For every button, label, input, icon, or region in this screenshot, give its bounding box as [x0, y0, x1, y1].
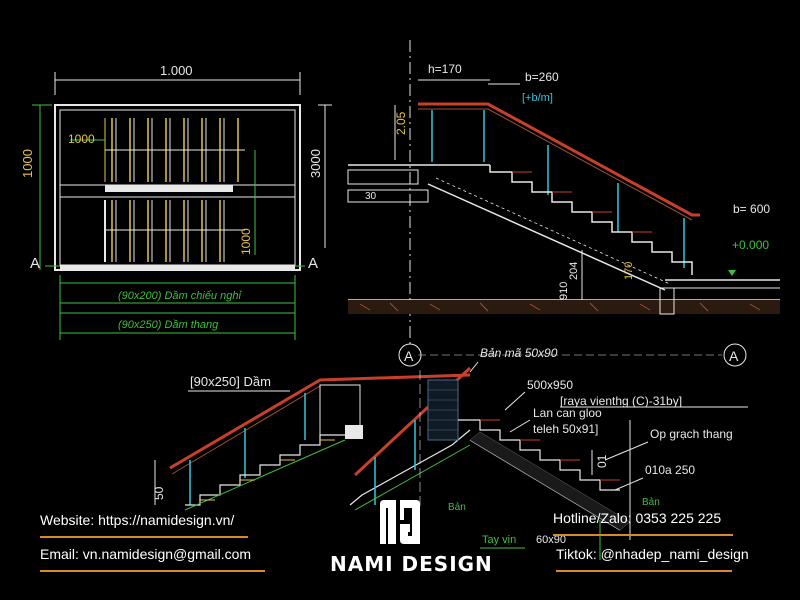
nami-logo-icon: [380, 500, 420, 544]
plan-beam-landing-label: (90x200) Dầm chiếu nghỉ: [118, 290, 242, 302]
detail-label-teleh: teleh 50x91]: [533, 422, 598, 436]
tiktok-text[interactable]: Tiktok: @nhadep_nami_design: [556, 546, 749, 562]
section-landing-width: b= 600: [733, 202, 770, 216]
plan-height-dim-left: 1000: [20, 149, 35, 178]
detail-label-010a250: 010a 250: [645, 463, 695, 477]
brand-name: NAMI DESIGN: [330, 552, 493, 576]
plan-beam-stair-label: (90x250) Dầm thang: [118, 319, 219, 331]
section-dim-910: 910: [558, 282, 570, 300]
detail-label-90x250: [90x250] Dầm: [190, 374, 271, 389]
section-dim-205: 2.05: [394, 111, 408, 135]
plan-inner-dim-top: 1000: [68, 132, 95, 146]
tiktok-underline: [556, 570, 732, 572]
detail-label-500x950: 500x950: [527, 378, 573, 392]
section-level: +0.000: [732, 238, 769, 252]
detail-label-vien: [raya vienthg (C)-31by]: [560, 394, 682, 408]
detail-label-01: 01: [595, 454, 609, 468]
detail-label-ban-2: Bản: [448, 502, 466, 513]
plan-inner-dim-right: 1000: [239, 228, 253, 255]
email-underline: [40, 570, 265, 572]
website-underline: [40, 536, 248, 538]
plan-section-mark-right: A: [308, 255, 318, 272]
detail-label-ban: Bản: [642, 497, 660, 508]
plan-width-dim: 1.000: [160, 63, 193, 78]
section-dim-30: 30: [365, 191, 377, 202]
section-riser-label: h=170: [428, 62, 462, 76]
plan-height-dim-right: 3000: [308, 149, 323, 178]
stair-detail-view: [90x250] Dầm 50: [152, 346, 748, 560]
detail-label-op-gach: Op grạch thang: [650, 427, 733, 441]
section-tread-sub: [+b/m]: [522, 92, 553, 104]
email-text[interactable]: Email: vn.namidesign@gmail.com: [40, 546, 252, 562]
detail-label-50: 50: [152, 486, 166, 500]
website-text[interactable]: Website: https://namidesign.vn/: [40, 512, 235, 528]
detail-label-tay-vin: Tay vịn: [482, 534, 516, 546]
hotline-underline: [553, 534, 733, 536]
detail-label-lan-can: Lan can gloo: [533, 406, 602, 420]
section-mark-left: A: [404, 348, 414, 364]
stair-plan-view: 1.000: [20, 63, 332, 340]
detail-label-60x90: 60x90: [536, 534, 566, 546]
section-mark-right: A: [729, 348, 739, 364]
section-dim-204: 204: [568, 262, 580, 280]
section-dim-170: 170: [623, 262, 635, 280]
detail-label-ban-ma: Bản mã 50x90: [480, 346, 558, 360]
hotline-text[interactable]: Hotline/Zalo: 0353 225 225: [553, 510, 722, 526]
section-tread-label: b=260: [525, 70, 559, 84]
plan-section-mark-left: A: [30, 255, 40, 272]
stair-section-view: h=170 b=260 [+b/m] 2.05 30: [347, 40, 780, 367]
